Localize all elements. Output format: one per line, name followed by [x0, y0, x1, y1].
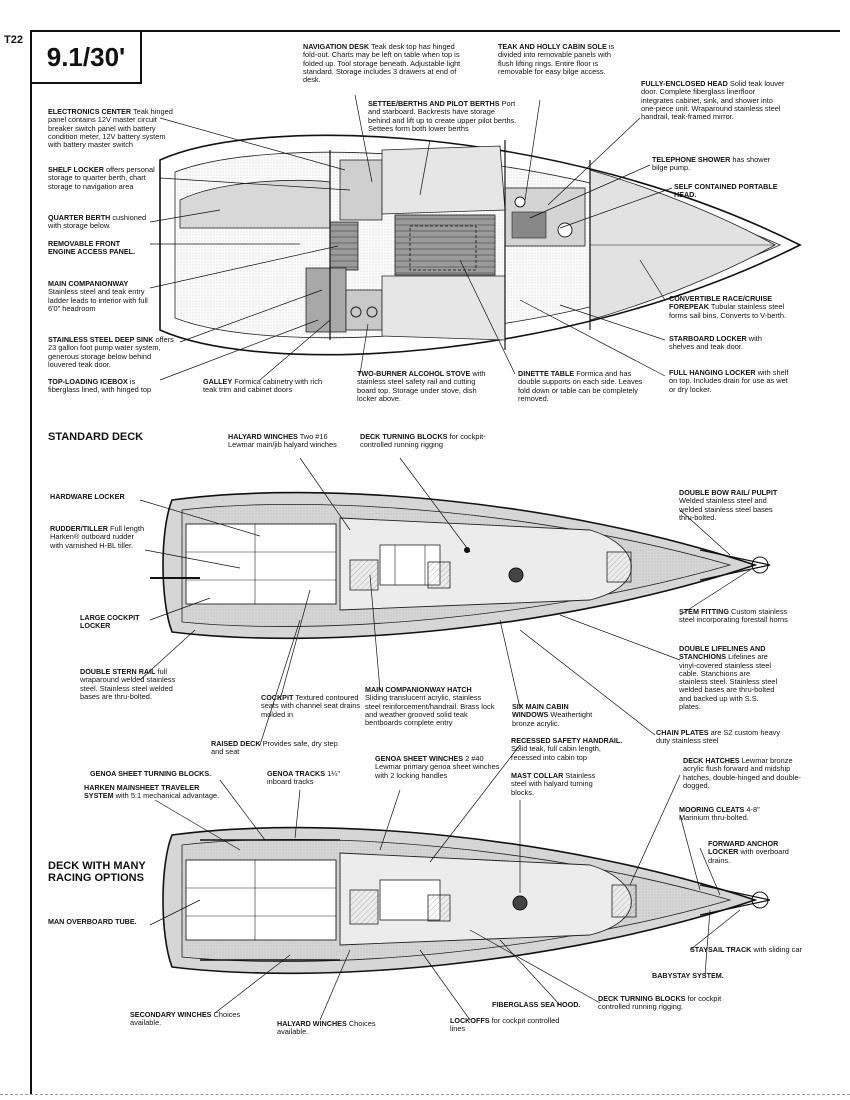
callout-genoa-tracks: GENOA TRACKS 1¼" inboard tracks — [267, 769, 341, 787]
callout-lockoffs: LOCKOFFS for cockpit controlled lines — [450, 1016, 560, 1034]
callout-cabin-sole: TEAK AND HOLLY CABIN SOLE is divided int… — [498, 42, 615, 76]
callout-dinette-table: DINETTE TABLE Formica and has double sup… — [518, 369, 643, 403]
callout-chain-plates: CHAIN PLATES are S2 custom heavy duty st… — [656, 728, 781, 746]
callout-babystay: BABYSTAY SYSTEM. — [652, 971, 724, 980]
callout-electronics-center: ELECTRONICS CENTER Teak hinged panel con… — [48, 107, 173, 150]
callout-companionway-hatch: MAIN COMPANIONWAY HATCH Sliding transluc… — [365, 685, 495, 728]
callout-turning-blocks-race: DECK TURNING BLOCKS for cockpit controll… — [598, 994, 722, 1012]
callout-raised-deck: RAISED DECK Provides safe, dry step and … — [211, 739, 338, 757]
callout-halyard-winches-race: HALYARD WINCHES Choices available. — [277, 1019, 376, 1037]
callout-forepeak: CONVERTIBLE RACE/CRUISE FOREPEAK Tubular… — [669, 294, 787, 320]
callout-genoa-winches: GENOA SHEET WINCHES 2 #40 Lewmar primary… — [375, 754, 500, 780]
callout-secondary-winches: SECONDARY WINCHES Choices available. — [130, 1010, 241, 1028]
interior-plan — [159, 134, 802, 356]
callout-portable-head: SELF CONTAINED PORTABLE HEAD. — [674, 182, 778, 200]
callout-settee-berths: SETTEE/BERTHS AND PILOT BERTHS Port and … — [368, 99, 517, 133]
callout-safety-handrail: RECESSED SAFETY HANDRAIL. Solid teak, fu… — [511, 736, 623, 762]
callout-overboard-tube: MAN OVERBOARD TUBE. — [48, 917, 137, 926]
page-number: T22 — [4, 34, 23, 46]
callout-stern-rail: DOUBLE STERN RAIL full wraparound welded… — [80, 667, 176, 701]
callout-anchor-locker: FORWARD ANCHOR LOCKER with overboard dra… — [708, 839, 789, 865]
callout-main-companionway: MAIN COMPANIONWAY Stainless steel and te… — [48, 279, 148, 313]
callout-mooring-cleats: MOORING CLEATS 4-8" Marinium thru-bolted… — [679, 805, 760, 823]
callout-hardware-locker: HARDWARE LOCKER — [50, 492, 125, 501]
callout-halyard-winches-std: HALYARD WINCHES Two #16 Lewmar main/jib … — [228, 432, 337, 450]
callout-bow-rail: DOUBLE BOW RAIL/ PULPIT Welded stainless… — [679, 488, 778, 522]
callout-stove: TWO-BURNER ALCOHOL STOVE with stainless … — [357, 369, 486, 403]
standard-deck-leader-lines — [139, 457, 751, 746]
callout-hanging-locker: FULL HANGING LOCKER with shelf on top. I… — [669, 368, 789, 394]
callout-lifelines: DOUBLE LIFELINES AND STANCHIONS Lifeline… — [679, 644, 778, 712]
callout-staysail-track: STAYSAIL TRACK with sliding car — [690, 945, 802, 954]
callout-navigation-desk: NAVIGATION DESK Teak desk top has hinged… — [303, 42, 461, 85]
callout-mainsheet-traveler: HARKEN MAINSHEET TRAVELER SYSTEM with 5:… — [84, 783, 220, 801]
callout-turning-blocks-std: DECK TURNING BLOCKS for cockpit-controll… — [360, 432, 486, 450]
callout-stem-fitting: STEM FITTING Custom stainless steel inco… — [679, 607, 788, 625]
callout-galley: GALLEY Formica cabinetry with rich teak … — [203, 377, 323, 395]
callout-cabin-windows: SIX MAIN CABIN WINDOWS Weathertight bron… — [512, 702, 593, 728]
callout-stainless-sink: STAINLESS STEEL DEEP SINK offers 23 gall… — [48, 335, 174, 369]
callout-shelf-locker: SHELF LOCKER offers personal storage to … — [48, 165, 155, 191]
callout-cockpit: COCKPIT Textured contoured seats with ch… — [261, 693, 361, 719]
callout-quarter-berth: QUARTER BERTH cushioned with storage bel… — [48, 213, 147, 231]
callout-telephone-shower: TELEPHONE SHOWER has shower bilge pump. — [652, 155, 771, 173]
callout-starboard-locker: STARBOARD LOCKER with shelves and teak d… — [669, 334, 762, 352]
bottom-rule — [0, 1094, 850, 1095]
callout-mast-collar: MAST COLLAR Stainless steel with halyard… — [511, 771, 596, 797]
model-title: 9.1/30' — [32, 32, 142, 84]
callout-icebox: TOP-LOADING ICEBOX is fiberglass lined, … — [48, 377, 152, 395]
racing-deck-leader-lines — [149, 744, 741, 1021]
standard-deck-plan — [150, 491, 771, 640]
callout-cockpit-locker: LARGE COCKPIT LOCKER — [80, 613, 140, 631]
interior-leader-lines — [149, 94, 673, 381]
callout-sea-hood: FIBERGLASS SEA HOOD. — [492, 1000, 581, 1009]
callout-genoa-blocks: GENOA SHEET TURNING BLOCKS. — [90, 769, 212, 778]
standard-deck-title: STANDARD DECK — [48, 431, 144, 443]
callout-deck-hatches: DECK HATCHES Lewmar bronze acrylic flush… — [683, 756, 801, 790]
page-frame — [30, 30, 840, 1094]
callout-engine-panel: REMOVABLE FRONT ENGINE ACCESS PANEL. — [48, 239, 136, 257]
racing-deck-title: DECK WITH MANY RACING OPTIONS — [48, 860, 146, 884]
callout-enclosed-head: FULLY-ENCLOSED HEAD Solid teak louver do… — [641, 79, 785, 122]
callout-rudder-tiller: RUDDER/TILLER Full length Harken® outboa… — [50, 524, 145, 550]
racing-deck-plan — [162, 826, 771, 975]
